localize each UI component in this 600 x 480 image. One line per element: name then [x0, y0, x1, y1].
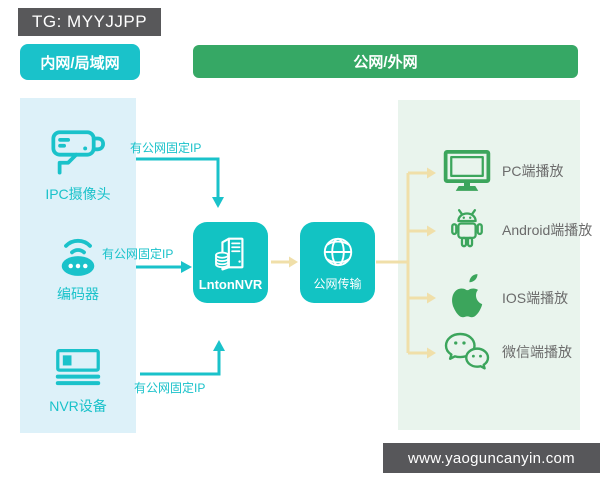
device-encoder: 编码器	[22, 230, 134, 304]
client-pc: PC端播放	[443, 149, 563, 193]
client-label: 微信端播放	[502, 344, 572, 360]
fixed-ip-label-encoder: 有公网固定IP	[102, 247, 174, 261]
client-label: Android端播放	[502, 222, 593, 238]
nvr-box-icon	[55, 349, 101, 386]
device-ipc-camera: IPC摄像头	[22, 126, 134, 204]
wechat-icon	[444, 332, 490, 370]
fixed-ip-label-ipc: 有公网固定IP	[130, 141, 202, 155]
nvrdev-to-nvr-line	[140, 350, 221, 376]
globe-icon	[323, 237, 352, 267]
client-label: IOS端播放	[502, 290, 569, 306]
arrow-down-icon	[212, 197, 224, 208]
fixed-ip-label-nvr: 有公网固定IP	[134, 381, 206, 395]
android-icon	[451, 209, 483, 248]
arrow-right-icon	[181, 261, 192, 273]
cctv-camera-icon	[51, 130, 105, 175]
client-wechat: 微信端播放	[443, 331, 572, 373]
tg-badge: TG: MYYJJPP	[18, 8, 162, 36]
client-ios: IOS端播放	[443, 272, 568, 324]
wifi-encoder-icon	[61, 238, 95, 276]
lnton-nvr-box: LntonNVR	[193, 222, 268, 303]
pc-monitor-icon	[443, 150, 491, 191]
lan-network-badge: 内网/局域网	[20, 44, 140, 80]
wan-network-header: 公网/外网	[193, 45, 578, 78]
device-label: NVR设备	[49, 398, 107, 414]
device-nvr: NVR设备	[22, 346, 134, 416]
apple-icon	[452, 274, 483, 318]
device-label: 编码器	[57, 286, 99, 302]
website-url-bar: www.yaoguncanyin.com	[383, 443, 600, 473]
arrow-right-icon	[289, 256, 298, 268]
lnton-nvr-label: LntonNVR	[198, 277, 263, 292]
client-label: PC端播放	[502, 163, 564, 179]
public-transfer-label: 公网传输	[313, 277, 362, 291]
device-label: IPC摄像头	[45, 186, 111, 202]
public-transfer-box: 公网传输	[300, 222, 375, 303]
ipc-to-nvr-line	[136, 157, 220, 198]
server-database-icon	[214, 237, 243, 271]
arrow-up-icon	[213, 340, 225, 351]
client-android: Android端播放	[443, 203, 592, 257]
